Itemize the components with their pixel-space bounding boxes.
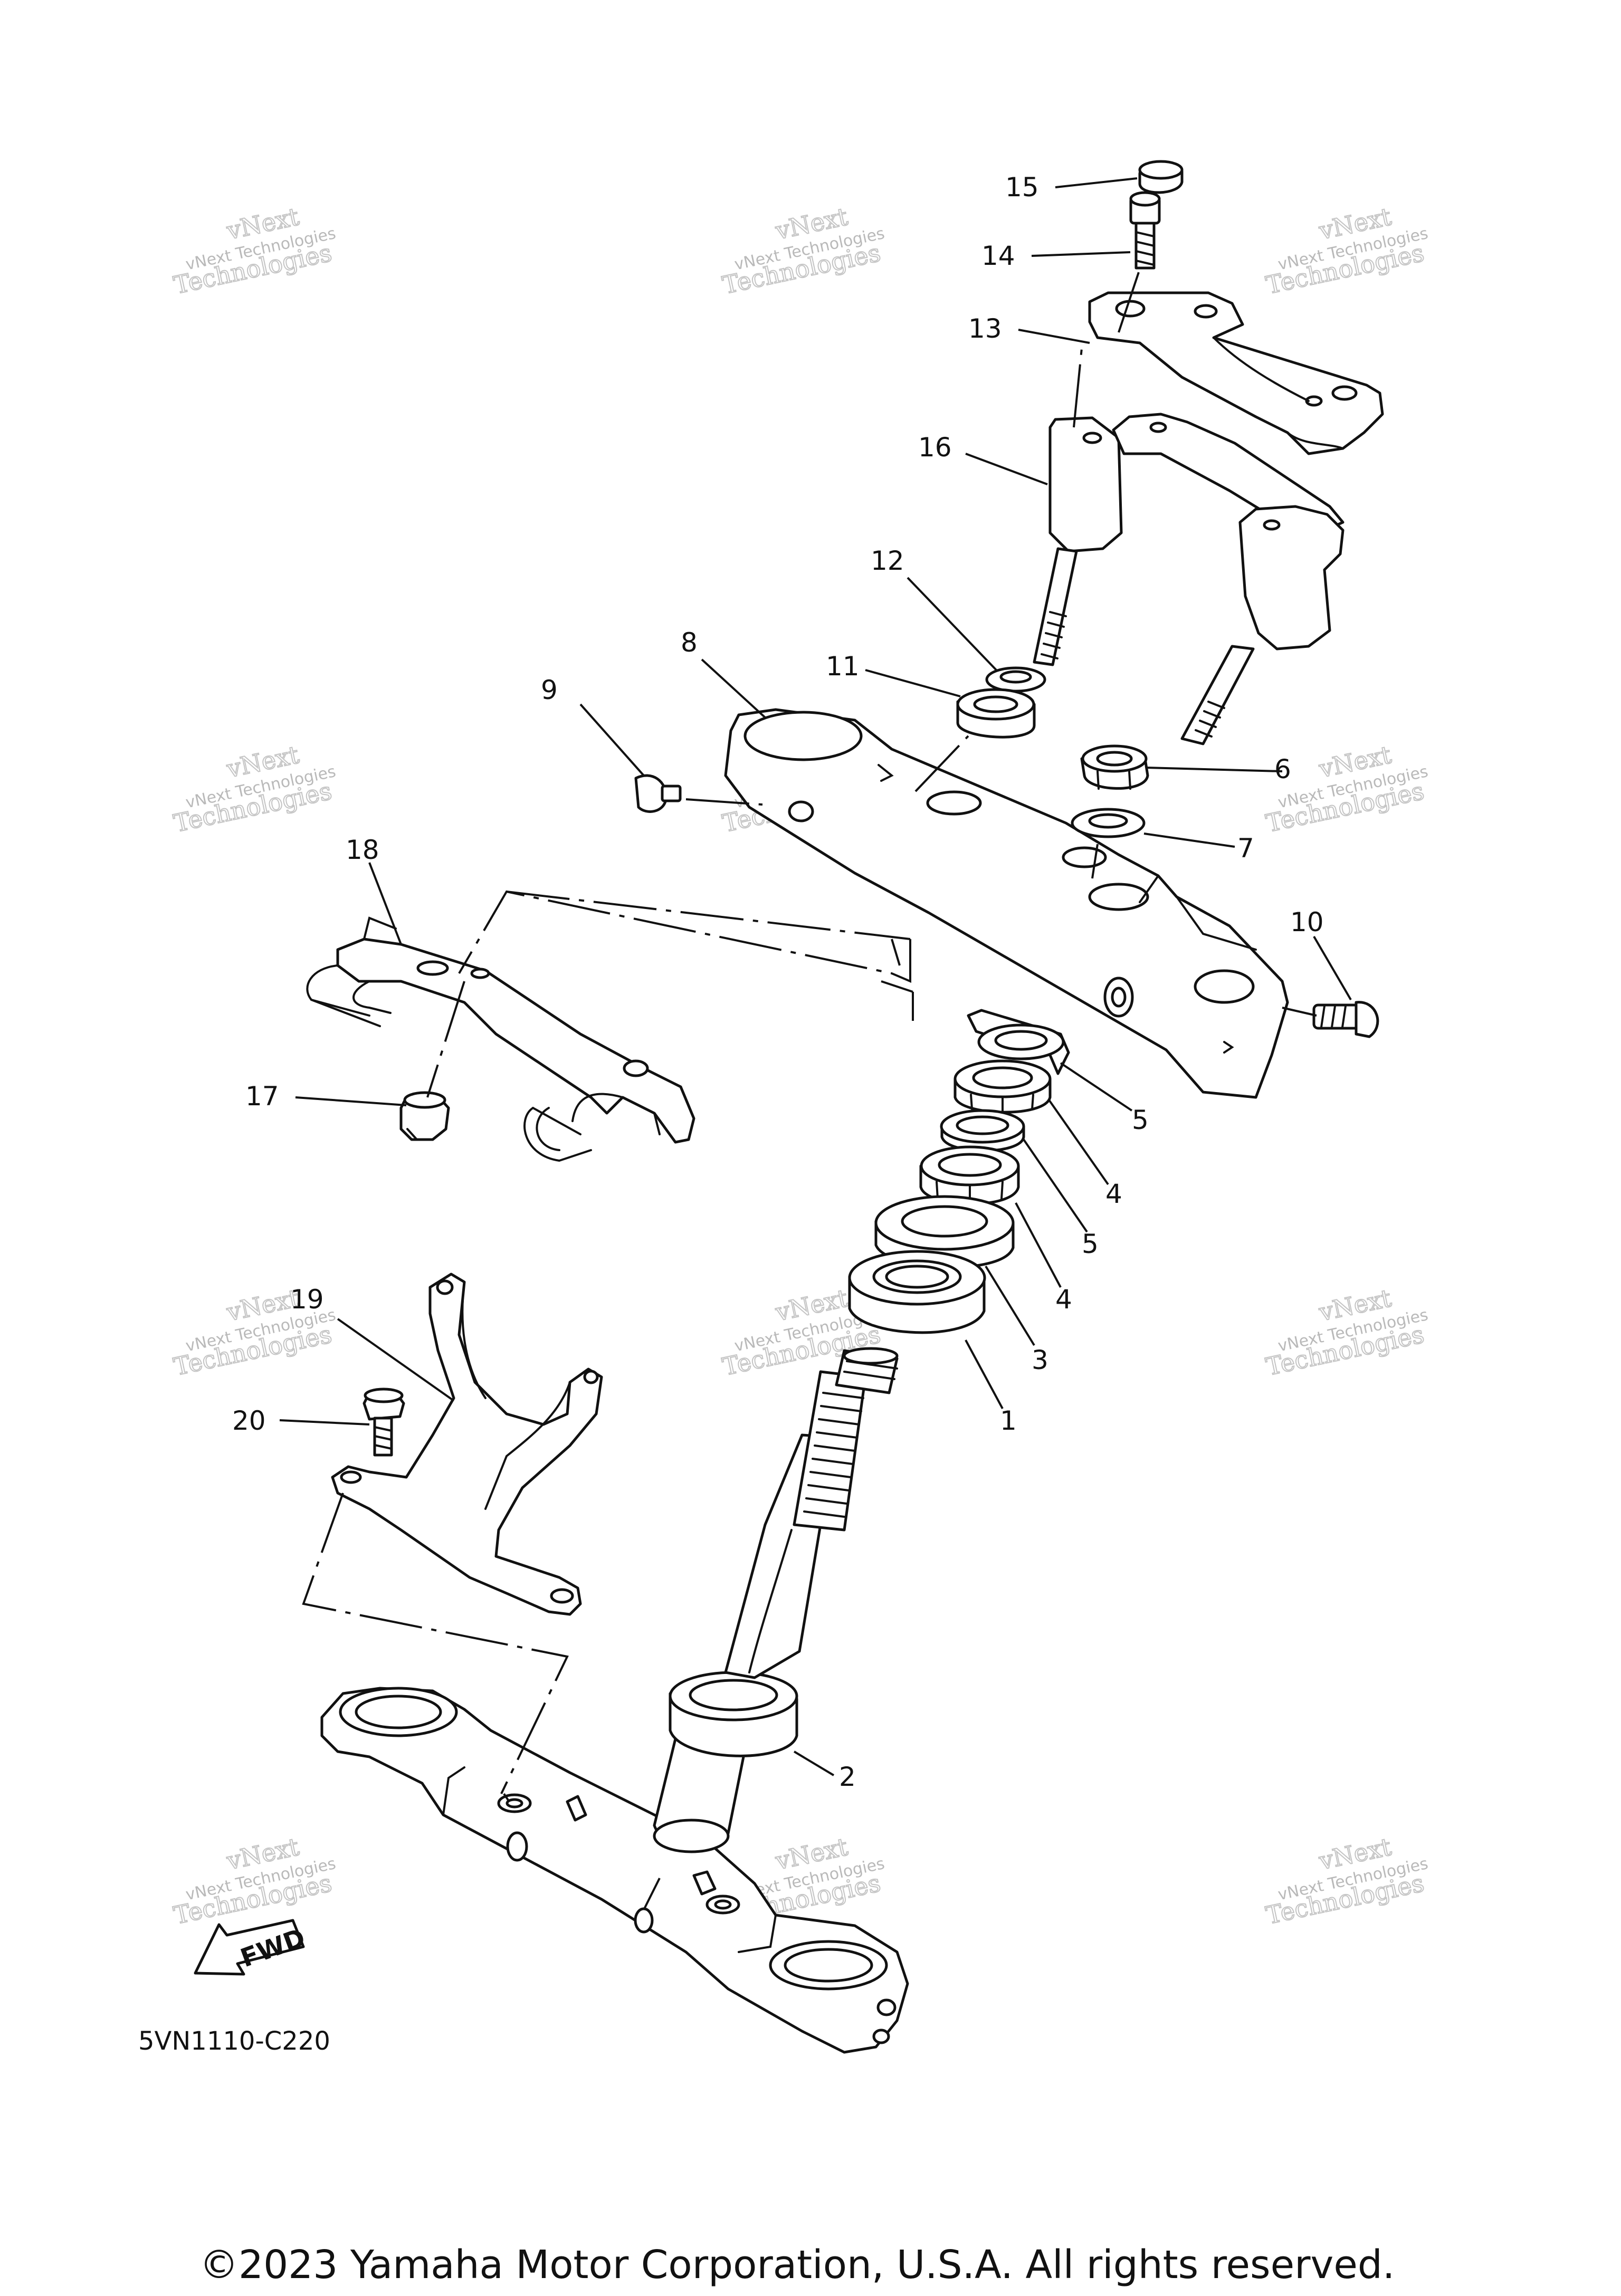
- label-part-18: 17: [245, 1081, 279, 1112]
- label-part-13: 12: [871, 546, 904, 576]
- label-part-5: 5: [1082, 1229, 1099, 1259]
- watermark: vNext vNext Technologies Technologies: [1263, 1283, 1429, 1382]
- label-part-9: 8: [681, 627, 698, 658]
- label-part-4-lower: 4: [1055, 1284, 1072, 1315]
- part-20-bracket: [331, 1273, 603, 1616]
- part-15-bolt: [1129, 191, 1161, 270]
- label-part-8: 7: [1237, 833, 1254, 864]
- part-1-bearing: [848, 1250, 986, 1334]
- part-9-upper-bracket: [724, 708, 1289, 1099]
- watermark: vNext vNext Technologies Technologies: [170, 740, 337, 838]
- connection-lines: [302, 269, 1317, 1910]
- part-5-washer: [940, 1109, 1025, 1152]
- part-18-nut: [399, 1091, 450, 1141]
- part-14-handlebar-holder: [1088, 291, 1384, 455]
- label-part-20: 19: [290, 1284, 324, 1315]
- label-part-1: 1: [1000, 1405, 1017, 1436]
- label-part-10: 9: [541, 675, 558, 705]
- part-11-bolt: [1312, 1001, 1379, 1038]
- watermark: vNext vNext Technologies Technologies: [1263, 1832, 1429, 1930]
- label-part-16: 15: [1005, 172, 1039, 203]
- watermark: vNext vNext Technologies Technologies: [719, 202, 886, 300]
- watermark: vNext vNext Technologies Technologies: [1263, 202, 1429, 300]
- label-part-19: 18: [346, 835, 379, 865]
- label-part-15: 14: [981, 241, 1015, 271]
- part-17-handlebar-upper: [1033, 413, 1345, 745]
- label-part-7: 6: [1274, 754, 1291, 785]
- label-part-6: 5: [1132, 1105, 1149, 1135]
- label-part-2: 2: [839, 1762, 856, 1792]
- part-19-cable-guide: [306, 916, 695, 1162]
- label-part-4-upper: 4: [1105, 1179, 1122, 1209]
- watermark: vNext vNext Technologies Technologies: [170, 1832, 337, 1930]
- part-6-lock-washer: [967, 1009, 1070, 1075]
- part-13-washer: [985, 666, 1046, 693]
- label-part-14: 13: [968, 313, 1002, 344]
- label-part-3: 3: [1032, 1345, 1048, 1375]
- leader-lines: [279, 177, 1352, 1776]
- label-part-17: 16: [918, 432, 952, 463]
- part-16-cap: [1138, 160, 1184, 194]
- part-10-plug: [634, 774, 682, 813]
- label-part-21: 20: [232, 1405, 266, 1436]
- diagram-code: 5VN1110-C220: [138, 2026, 330, 2056]
- part-number-labels: 15 14 13 16 12 11 8 9 6 7 10 18 17 5 4 5…: [232, 172, 1324, 1792]
- part-21-bolt: [363, 1388, 405, 1457]
- fwd-arrow-icon: FWD: [194, 1919, 309, 1976]
- part-4-ring-nut-lower: [919, 1145, 1020, 1206]
- watermark: vNext vNext Technologies Technologies: [1263, 740, 1429, 838]
- label-part-12: 11: [826, 651, 860, 682]
- watermark: vNext vNext Technologies Technologies: [170, 202, 337, 300]
- part-7-nut: [1080, 744, 1149, 790]
- copyright-notice: ©2023 Yamaha Motor Corporation, U.S.A. A…: [199, 2242, 1395, 2288]
- lower-bracket-with-stem: [320, 1347, 909, 2054]
- part-8-washer: [1071, 808, 1146, 838]
- label-part-11: 10: [1290, 907, 1324, 937]
- part-12-bushing: [956, 688, 1036, 739]
- part-4-ring-nut-upper: [953, 1059, 1052, 1114]
